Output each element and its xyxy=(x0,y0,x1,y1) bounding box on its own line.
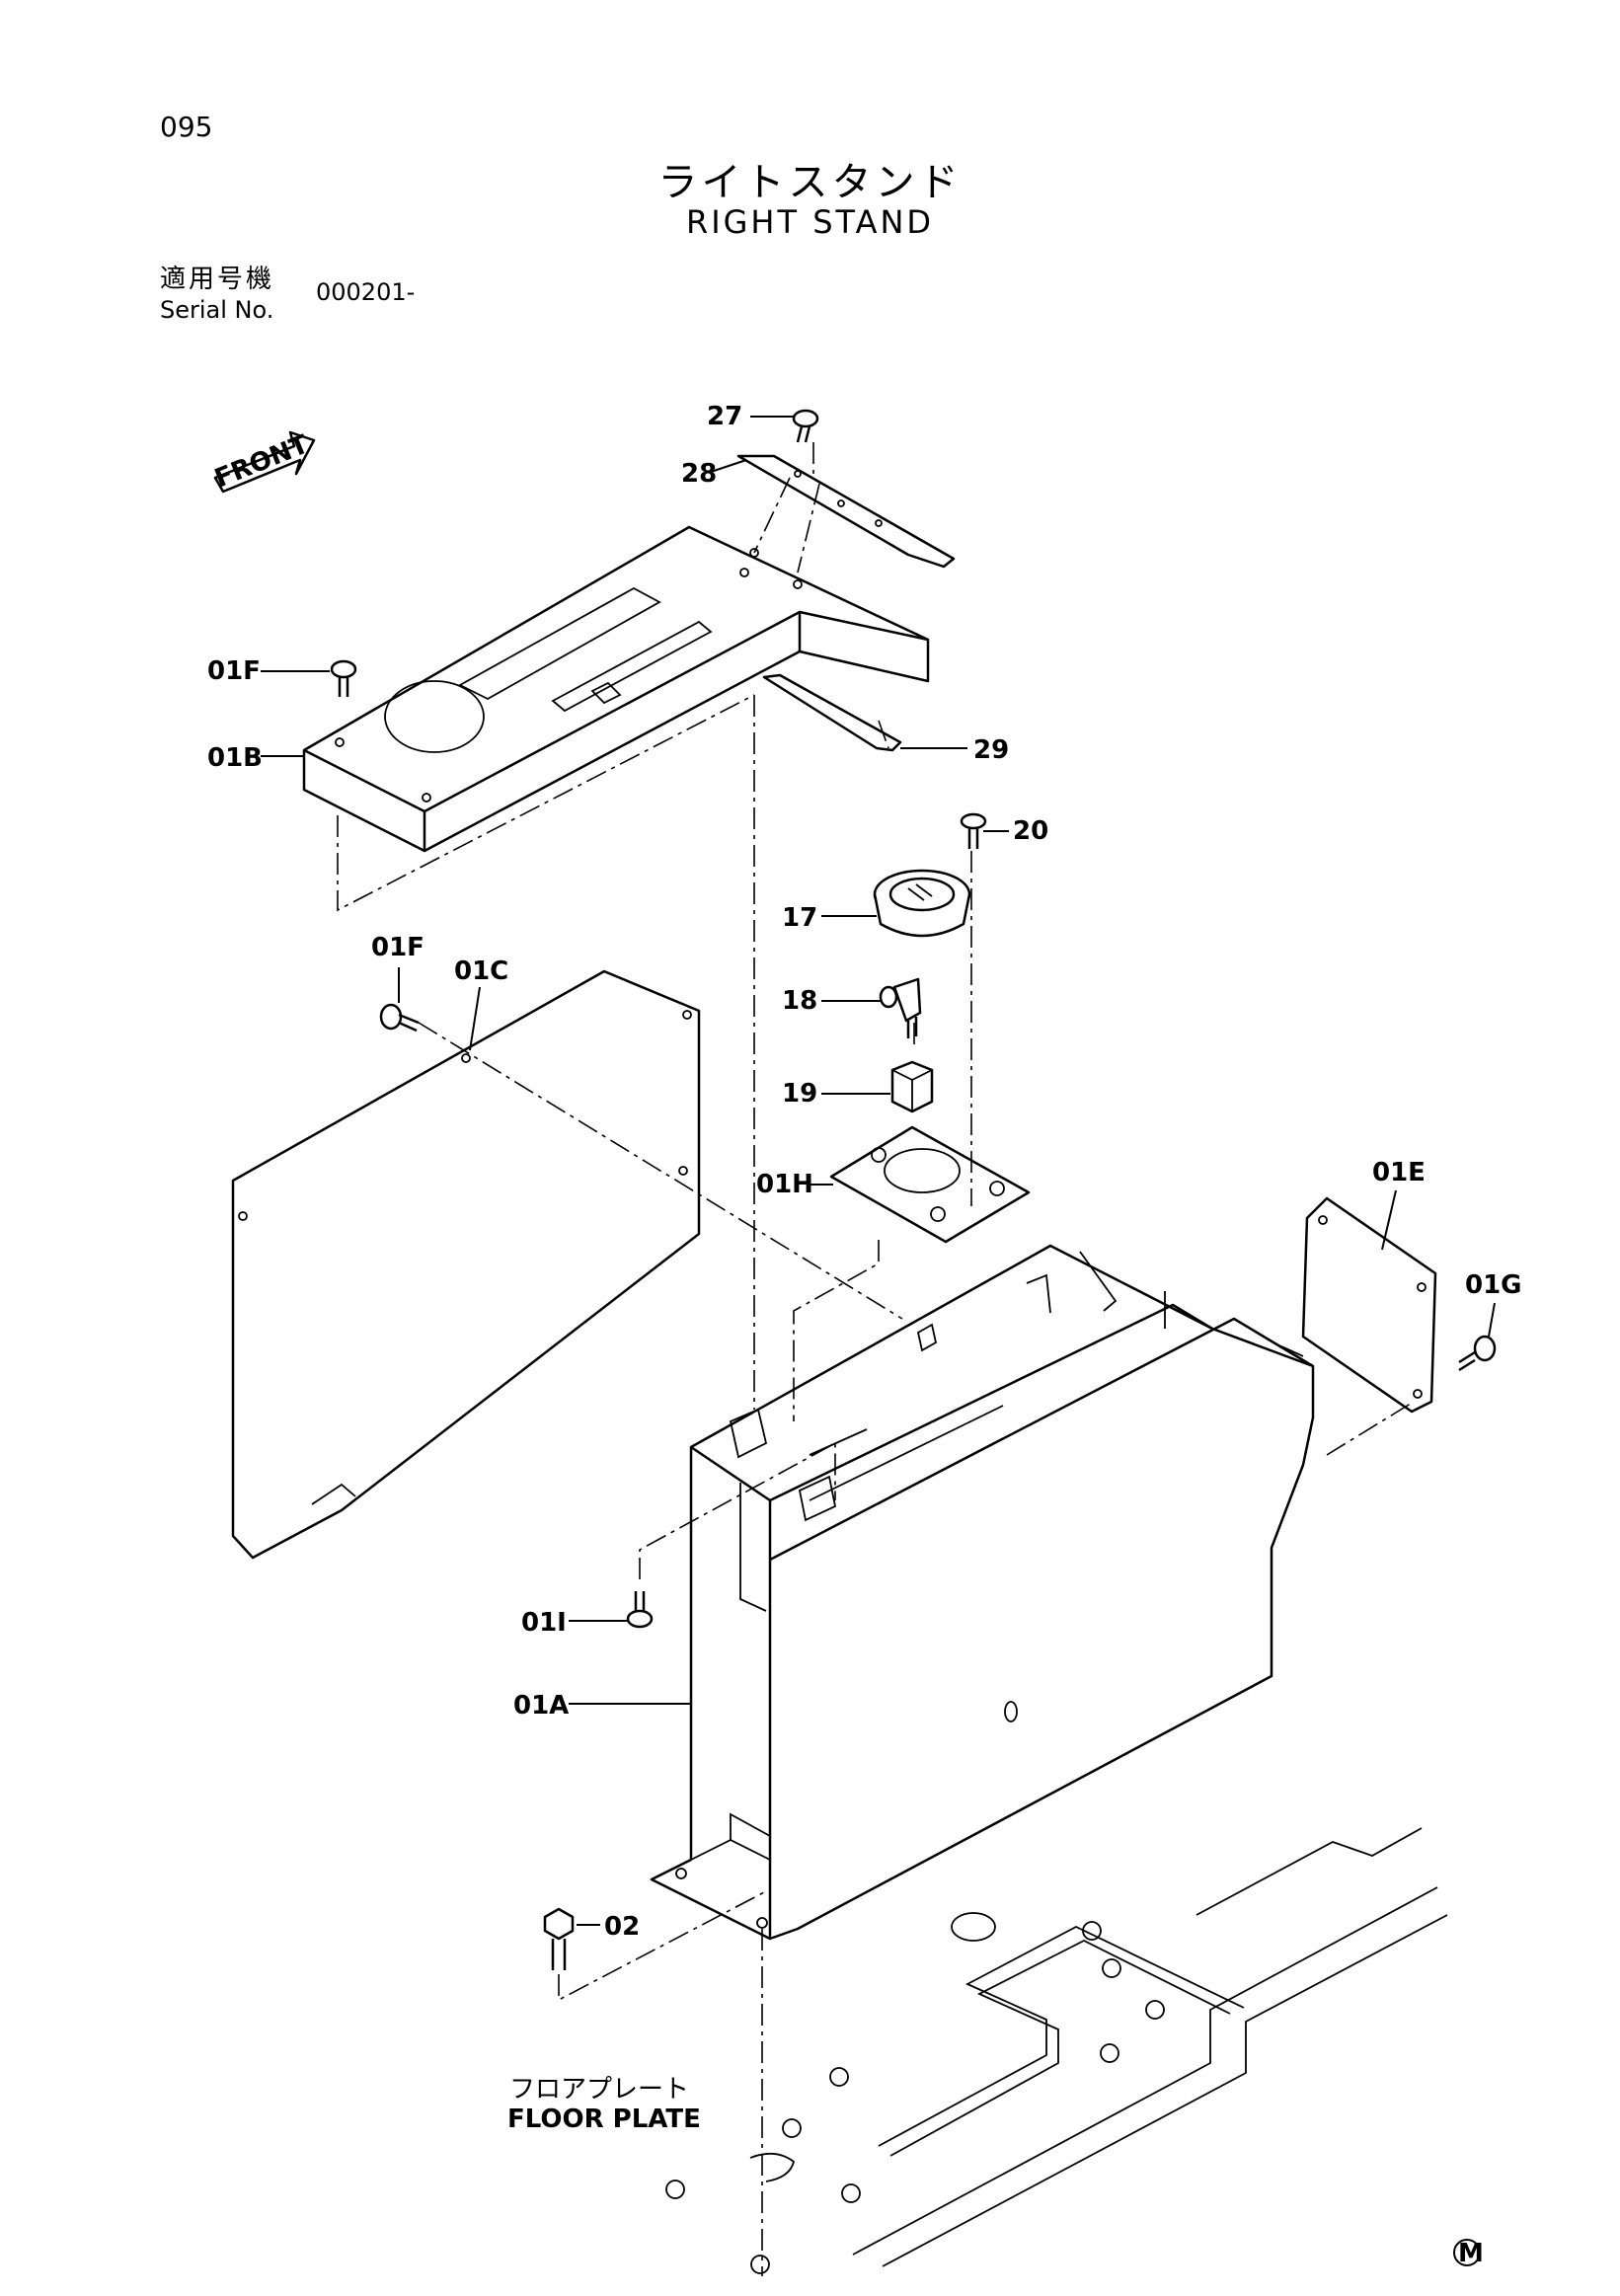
callout-01F-top: 01F xyxy=(207,656,261,686)
page-title: RIGHT STAND xyxy=(685,203,935,241)
part-01C-side-panel xyxy=(231,969,701,1560)
mark-letter: M xyxy=(1458,2239,1484,2268)
callout-02: 02 xyxy=(604,1912,640,1942)
part-01E-rear-cover xyxy=(1301,1196,1437,1414)
page-number: 095 xyxy=(160,111,213,143)
callout-20: 20 xyxy=(1013,816,1048,846)
callout-labels: 27 28 01F 01B 29 20 17 18 19 01F 01C 01H… xyxy=(207,402,1522,1942)
callout-19: 19 xyxy=(782,1079,817,1109)
part-01B-top-plate xyxy=(302,525,930,853)
floor-plate-label-japanese: フロアプレート xyxy=(509,2075,690,2105)
front-arrow-icon: FRONT xyxy=(210,429,316,494)
callout-29: 29 xyxy=(973,735,1009,765)
callout-01A: 01A xyxy=(513,1691,569,1721)
callout-18: 18 xyxy=(782,986,817,1016)
floor-plate-outline xyxy=(665,1827,1448,2274)
callout-01E: 01E xyxy=(1372,1158,1426,1187)
part-01G-bolt-icon xyxy=(1458,1335,1497,1372)
callout-01H: 01H xyxy=(756,1170,813,1199)
callout-27: 27 xyxy=(707,402,742,431)
page-title-japanese: ライトスタンド xyxy=(657,160,963,205)
serial-label: Serial No. xyxy=(160,296,274,324)
part-01F-bolt-side-icon xyxy=(379,1003,420,1033)
part-20-bolt-icon xyxy=(960,812,987,849)
callout-28: 28 xyxy=(681,459,717,489)
part-02-bolt-icon xyxy=(543,1907,575,1970)
serial-value: 000201- xyxy=(316,278,416,306)
part-19-spacer-icon xyxy=(890,1060,934,1113)
serial-label-japanese: 適用号機 xyxy=(160,265,275,294)
callout-01F-side: 01F xyxy=(371,933,424,962)
part-28-bracket xyxy=(736,454,956,569)
circled-m-mark: M xyxy=(1453,2239,1484,2268)
part-17-lamp xyxy=(873,869,971,938)
front-label: FRONT xyxy=(210,429,313,494)
callout-01C: 01C xyxy=(454,957,508,986)
part-01H-mount-plate xyxy=(829,1125,1031,1244)
part-18-connector-icon xyxy=(879,977,922,1038)
callout-01I: 01I xyxy=(521,1608,567,1638)
alignment-lines xyxy=(337,442,1415,2276)
leader-lines xyxy=(261,416,1496,1926)
part-01F-bolt-top-icon xyxy=(330,659,357,697)
part-27-bolt-icon xyxy=(792,409,819,443)
part-29-bracket xyxy=(762,673,902,752)
callout-01B: 01B xyxy=(207,743,263,773)
floor-plate-label: FLOOR PLATE xyxy=(507,2105,701,2134)
callout-17: 17 xyxy=(782,903,817,933)
part-01A-stand-body xyxy=(650,1244,1315,1941)
callout-01G: 01G xyxy=(1465,1270,1522,1300)
part-01I-bolt-icon xyxy=(626,1591,654,1629)
